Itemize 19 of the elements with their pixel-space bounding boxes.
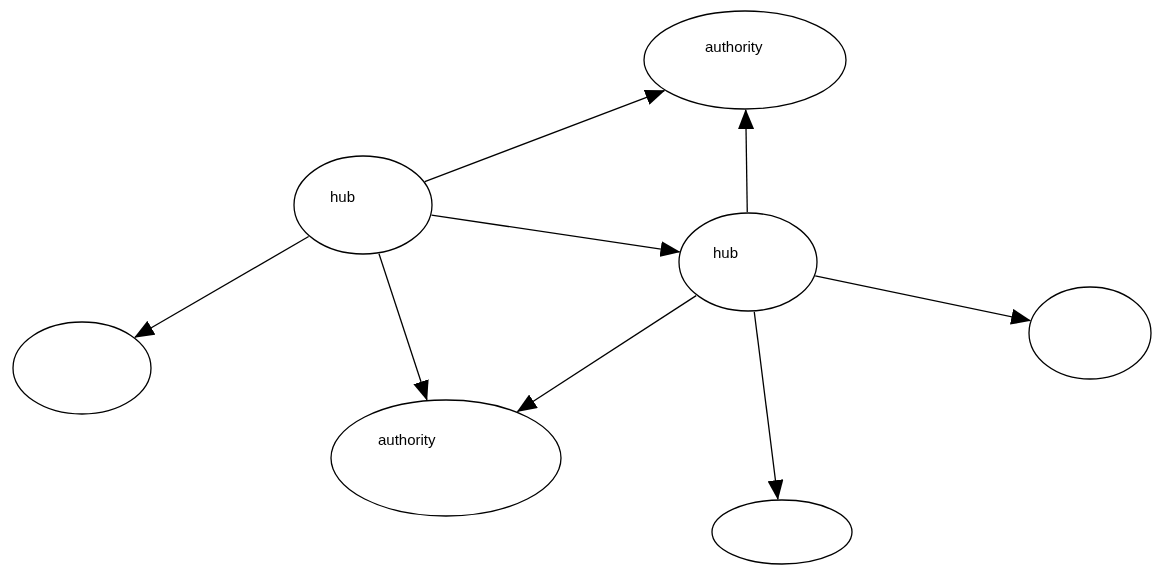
arrow	[424, 89, 666, 183]
arrow	[134, 235, 310, 338]
ellipse-node	[711, 499, 853, 565]
arrow	[738, 109, 754, 213]
ellipse-node	[643, 10, 847, 110]
ellipse-node	[330, 399, 562, 517]
node-label: authority	[378, 431, 436, 448]
ellipse-node	[1028, 286, 1152, 380]
arrow	[430, 214, 681, 257]
arrow	[516, 294, 697, 413]
arrow	[378, 253, 429, 401]
ellipse-node	[12, 321, 152, 415]
node-label: authority	[705, 38, 763, 55]
node-label: hub	[330, 188, 356, 205]
node-label: hub	[713, 244, 739, 261]
ellipse-node	[293, 155, 433, 255]
arrow	[814, 275, 1032, 325]
arrow	[753, 311, 784, 501]
ellipse-node	[678, 212, 818, 312]
